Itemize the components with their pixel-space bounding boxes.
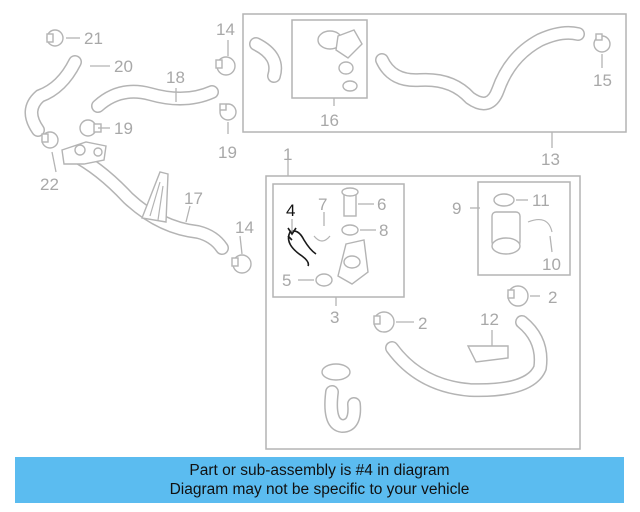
callout-7: 7 [318, 195, 327, 214]
group-box-16 [291, 19, 368, 99]
info-banner: Part or sub-assembly is #4 in diagram Di… [15, 457, 624, 503]
housing-3 [337, 239, 369, 285]
callout-12: 12 [480, 310, 499, 329]
hose-20 [24, 55, 82, 137]
callout-8: 8 [379, 221, 388, 240]
group-box-9 [477, 181, 571, 276]
clip-7 [313, 235, 331, 242]
banner-line-2: Diagram may not be specific to your vehi… [169, 481, 470, 498]
arrow-4-icon [287, 227, 297, 236]
hose-13 [375, 25, 585, 111]
callout-21: 21 [84, 29, 103, 48]
callout-14-lower: 14 [235, 218, 254, 237]
sensor-6 [341, 187, 359, 217]
clamp-2-right [507, 285, 529, 307]
hose-small-top [249, 37, 283, 83]
bracket-4 [287, 230, 317, 267]
group-box-3 [272, 183, 405, 298]
callout-19-left: 19 [114, 119, 133, 138]
o-ring-11 [493, 193, 515, 207]
callout-18: 18 [166, 68, 185, 87]
callout-11: 11 [532, 191, 550, 210]
callout-14-upper: 14 [216, 20, 235, 39]
hose-17 [65, 147, 229, 255]
group-box-13 [242, 13, 627, 133]
callout-1: 1 [283, 145, 292, 164]
o-ring-8 [341, 224, 359, 236]
thermostat-9 [491, 211, 521, 255]
fitting-16 [317, 29, 363, 92]
clip-10 [527, 219, 553, 233]
clamp-15 [593, 33, 611, 53]
group-box-1 [265, 175, 581, 450]
cap-lower [321, 363, 351, 381]
callout-19-lower: 19 [218, 143, 237, 162]
clamp-14-lower [231, 254, 252, 274]
callout-17: 17 [184, 189, 203, 208]
callout-3: 3 [330, 308, 339, 327]
banner-line-1: Part or sub-assembly is #4 in diagram [189, 462, 450, 479]
callout-10: 10 [542, 255, 561, 274]
bracket-12 [466, 345, 509, 363]
hose-12 [385, 315, 548, 398]
callout-2-middle: 2 [418, 314, 427, 333]
callout-15: 15 [593, 71, 612, 90]
callout-6: 6 [377, 195, 386, 214]
hose-lower-bend [324, 385, 362, 433]
callout-22: 22 [40, 175, 59, 194]
callout-13: 13 [541, 150, 560, 169]
leader-lines [51, 37, 603, 346]
callout-9: 9 [452, 199, 461, 218]
connector-22 [61, 141, 107, 165]
callout-2-right: 2 [548, 288, 557, 307]
callout-5: 5 [282, 271, 291, 290]
clamp-2-middle [373, 311, 395, 333]
clamp-22 [41, 131, 59, 149]
clamp-21 [46, 29, 64, 47]
callout-4: 4 [286, 201, 295, 220]
hose-18 [91, 84, 219, 113]
clamp-19-lower [219, 103, 237, 121]
callout-16: 16 [320, 111, 339, 130]
callout-20: 20 [114, 57, 133, 76]
o-ring-5 [315, 273, 333, 287]
clamp-14-upper [215, 56, 236, 76]
clamp-19-upper [79, 119, 102, 137]
